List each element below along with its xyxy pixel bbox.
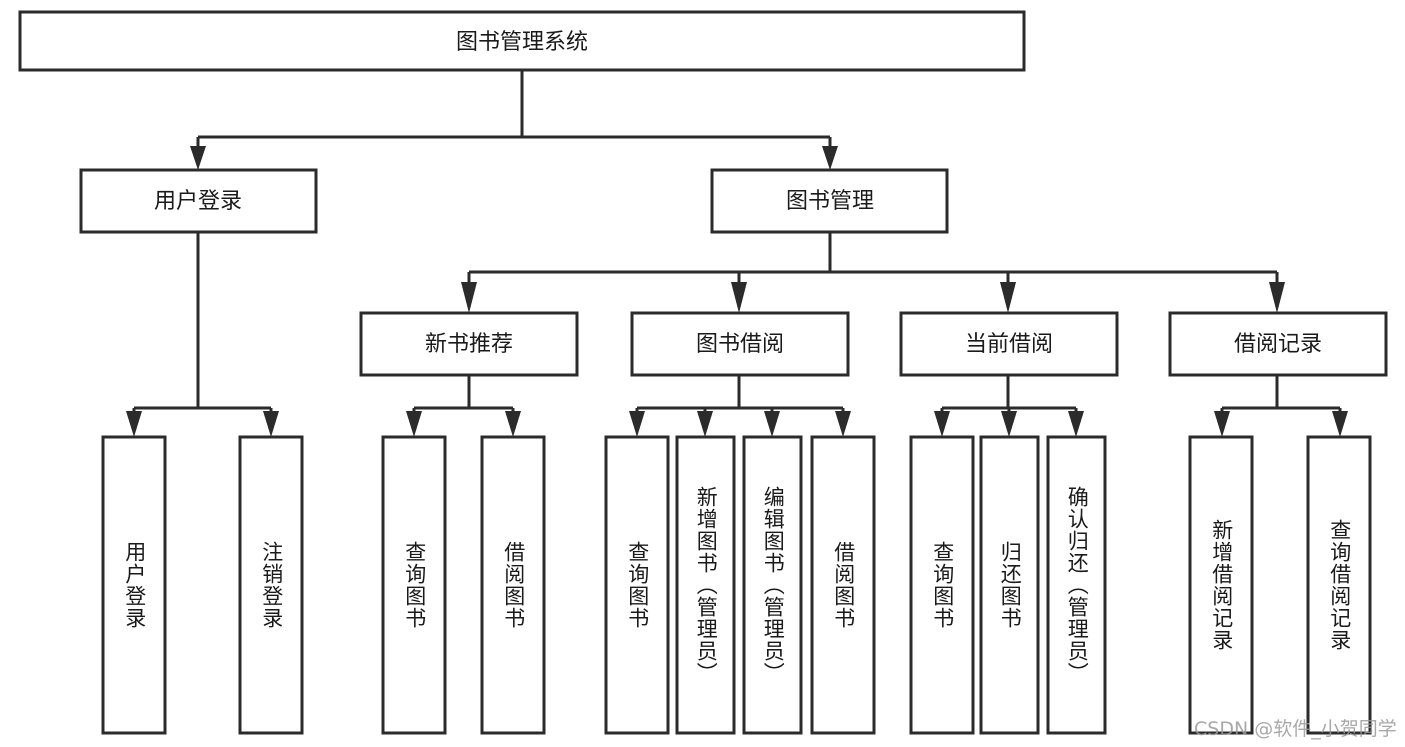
node-root[interactable]: 图书管理系统 — [18, 10, 1026, 72]
arrow-head-user-login — [190, 146, 206, 170]
node-leaf-edit-book-box[interactable] — [742, 435, 803, 735]
node-current-borrow-label: 当前借阅 — [965, 332, 1053, 357]
node-new-book-rec[interactable]: 新书推荐 — [359, 311, 579, 377]
arrow-head-borrow-record — [1269, 282, 1285, 313]
node-user-login[interactable]: 用户登录 — [79, 168, 318, 234]
node-current-borrow-box[interactable] — [899, 311, 1119, 377]
arrow-head-leaf-add-record — [1214, 411, 1230, 437]
node-book-manage[interactable]: 图书管理 — [710, 168, 949, 234]
arrow-head-leaf-query-record — [1332, 411, 1348, 437]
node-leaf-add-record-box[interactable] — [1188, 435, 1254, 735]
node-borrow-record-label: 借阅记录 — [1234, 332, 1322, 357]
arrow-head-leaf-query-book-3 — [934, 411, 950, 437]
arrow-head-book-borrow — [731, 282, 747, 313]
arrow-head-leaf-return-book — [1001, 411, 1017, 437]
node-book-borrow-label: 图书借阅 — [696, 332, 784, 357]
node-root-box[interactable] — [18, 10, 1026, 72]
arrow-head-leaf-query-book-2 — [629, 411, 645, 437]
arrow-head-leaf-edit-book — [764, 411, 780, 437]
node-leaf-user-login-box[interactable] — [101, 435, 167, 735]
node-borrow-record[interactable]: 借阅记录 — [1168, 311, 1388, 377]
node-user-login-label: 用户登录 — [154, 189, 242, 214]
arrow-head-leaf-user-login — [126, 411, 142, 437]
node-leaf-query-book-3-box[interactable] — [909, 435, 975, 735]
arrow-head-leaf-add-book — [697, 411, 713, 437]
arrow-head-leaf-logout — [263, 411, 279, 437]
arrow-head-current-borrow — [1000, 282, 1016, 313]
node-book-borrow[interactable]: 图书借阅 — [630, 311, 850, 377]
node-root-label: 图书管理系统 — [456, 30, 588, 55]
node-borrow-record-box[interactable] — [1168, 311, 1388, 377]
node-leaf-borrow-book-1-box[interactable] — [480, 435, 546, 735]
node-current-borrow[interactable]: 当前借阅 — [899, 311, 1119, 377]
csdn-watermark: CSDN @软件_小贺同学 — [1194, 718, 1397, 740]
node-user-login-box[interactable] — [79, 168, 318, 234]
node-leaf-confirm-return-box[interactable] — [1046, 435, 1107, 735]
node-leaf-query-record-box[interactable] — [1306, 435, 1372, 735]
arrow-head-leaf-confirm-return — [1068, 411, 1084, 437]
arrow-head-leaf-borrow-book-1 — [505, 411, 521, 437]
connector-group — [126, 70, 1348, 437]
arrow-head-leaf-borrow-book-2 — [835, 411, 851, 437]
node-leaf-query-book-1-box[interactable] — [381, 435, 447, 735]
node-new-book-rec-box[interactable] — [359, 311, 579, 377]
arrow-head-new-book-rec — [461, 282, 477, 313]
arrow-head-leaf-query-book-1 — [406, 411, 422, 437]
node-book-manage-box[interactable] — [710, 168, 949, 234]
node-leaf-return-book-box[interactable] — [979, 435, 1040, 735]
arrow-head-book-manage — [822, 146, 838, 170]
node-leaf-add-book-box[interactable] — [675, 435, 736, 735]
node-leaf-query-book-2-box[interactable] — [604, 435, 670, 735]
node-leaf-borrow-book-2-box[interactable] — [810, 435, 876, 735]
node-new-book-rec-label: 新书推荐 — [425, 332, 513, 357]
node-leaf-logout-box[interactable] — [238, 435, 304, 735]
node-book-manage-label: 图书管理 — [786, 189, 874, 214]
node-book-borrow-box[interactable] — [630, 311, 850, 377]
